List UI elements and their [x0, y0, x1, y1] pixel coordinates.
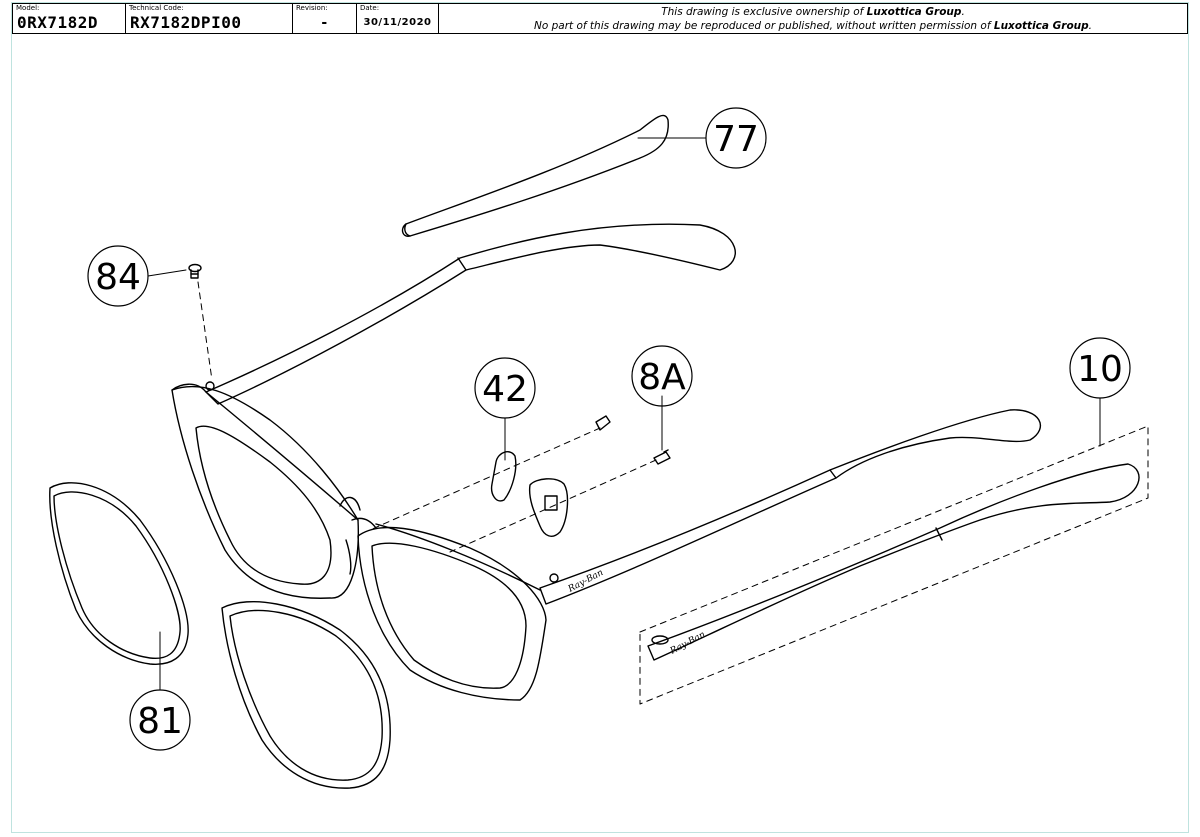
leader-lines — [147, 137, 1101, 691]
reproduction-line: No part of this drawing may be reproduce… — [439, 19, 1187, 33]
callout-label-81: 81 — [137, 701, 183, 742]
spare-temple-logo: Ray-Ban — [668, 630, 708, 657]
front-frame-part — [171, 381, 559, 701]
callout-circle-84 — [87, 245, 149, 307]
model-cell: Model: 0RX7182D — [13, 4, 126, 33]
temple-tip-part — [401, 114, 669, 237]
callout-circle-77 — [705, 107, 767, 169]
callout-circle-42 — [474, 357, 536, 419]
callout-circle-81 — [129, 689, 191, 751]
nose-pad-part — [490, 451, 569, 537]
callout-label-42: 42 — [482, 369, 528, 410]
callout-label-77: 77 — [713, 119, 759, 160]
hinge-screw-part — [188, 263, 202, 279]
lens-part — [49, 482, 391, 789]
revision-value: - — [321, 15, 328, 31]
model-value: 0RX7182D — [17, 13, 99, 32]
date-label: Date: — [360, 4, 380, 12]
back-temple-part — [205, 223, 736, 405]
spare-temple-part — [639, 425, 1149, 705]
ownership-prefix: This drawing is exclusive ownership of — [661, 6, 864, 18]
callout-label-10: 10 — [1077, 349, 1123, 390]
reproduction-company: Luxottica Group — [993, 20, 1089, 32]
ownership-company: Luxottica Group — [866, 6, 962, 18]
callout-circle-10 — [1069, 337, 1131, 399]
technical-code-value: RX7182DPI00 — [130, 13, 242, 32]
technical-code-label: Technical Code: — [129, 4, 184, 12]
date-value: 30/11/2020 — [363, 17, 432, 28]
front-temple-part — [539, 409, 1042, 605]
technical-code-cell: Technical Code: RX7182DPI00 — [126, 4, 293, 33]
pad-screw-part — [595, 415, 671, 465]
ownership-notice: This drawing is exclusive ownership of L… — [439, 4, 1187, 33]
revision-cell: Revision: - — [293, 4, 357, 33]
ownership-suffix: . — [961, 6, 965, 18]
callout-label-84: 84 — [95, 257, 141, 298]
callout-circle-8a — [631, 345, 693, 407]
callout-circles — [87, 107, 1131, 751]
sheet-border — [11, 2, 1189, 833]
date-cell: Date: 30/11/2020 — [357, 4, 439, 33]
model-label: Model: — [16, 4, 40, 12]
ownership-line: This drawing is exclusive ownership of L… — [439, 5, 1187, 19]
reproduction-suffix: . — [1088, 20, 1092, 32]
revision-label: Revision: — [296, 4, 328, 12]
title-block: Model: 0RX7182D Technical Code: RX7182DP… — [12, 3, 1188, 34]
callout-label-8a: 8A — [638, 357, 686, 398]
reproduction-prefix: No part of this drawing may be reproduce… — [533, 20, 991, 32]
